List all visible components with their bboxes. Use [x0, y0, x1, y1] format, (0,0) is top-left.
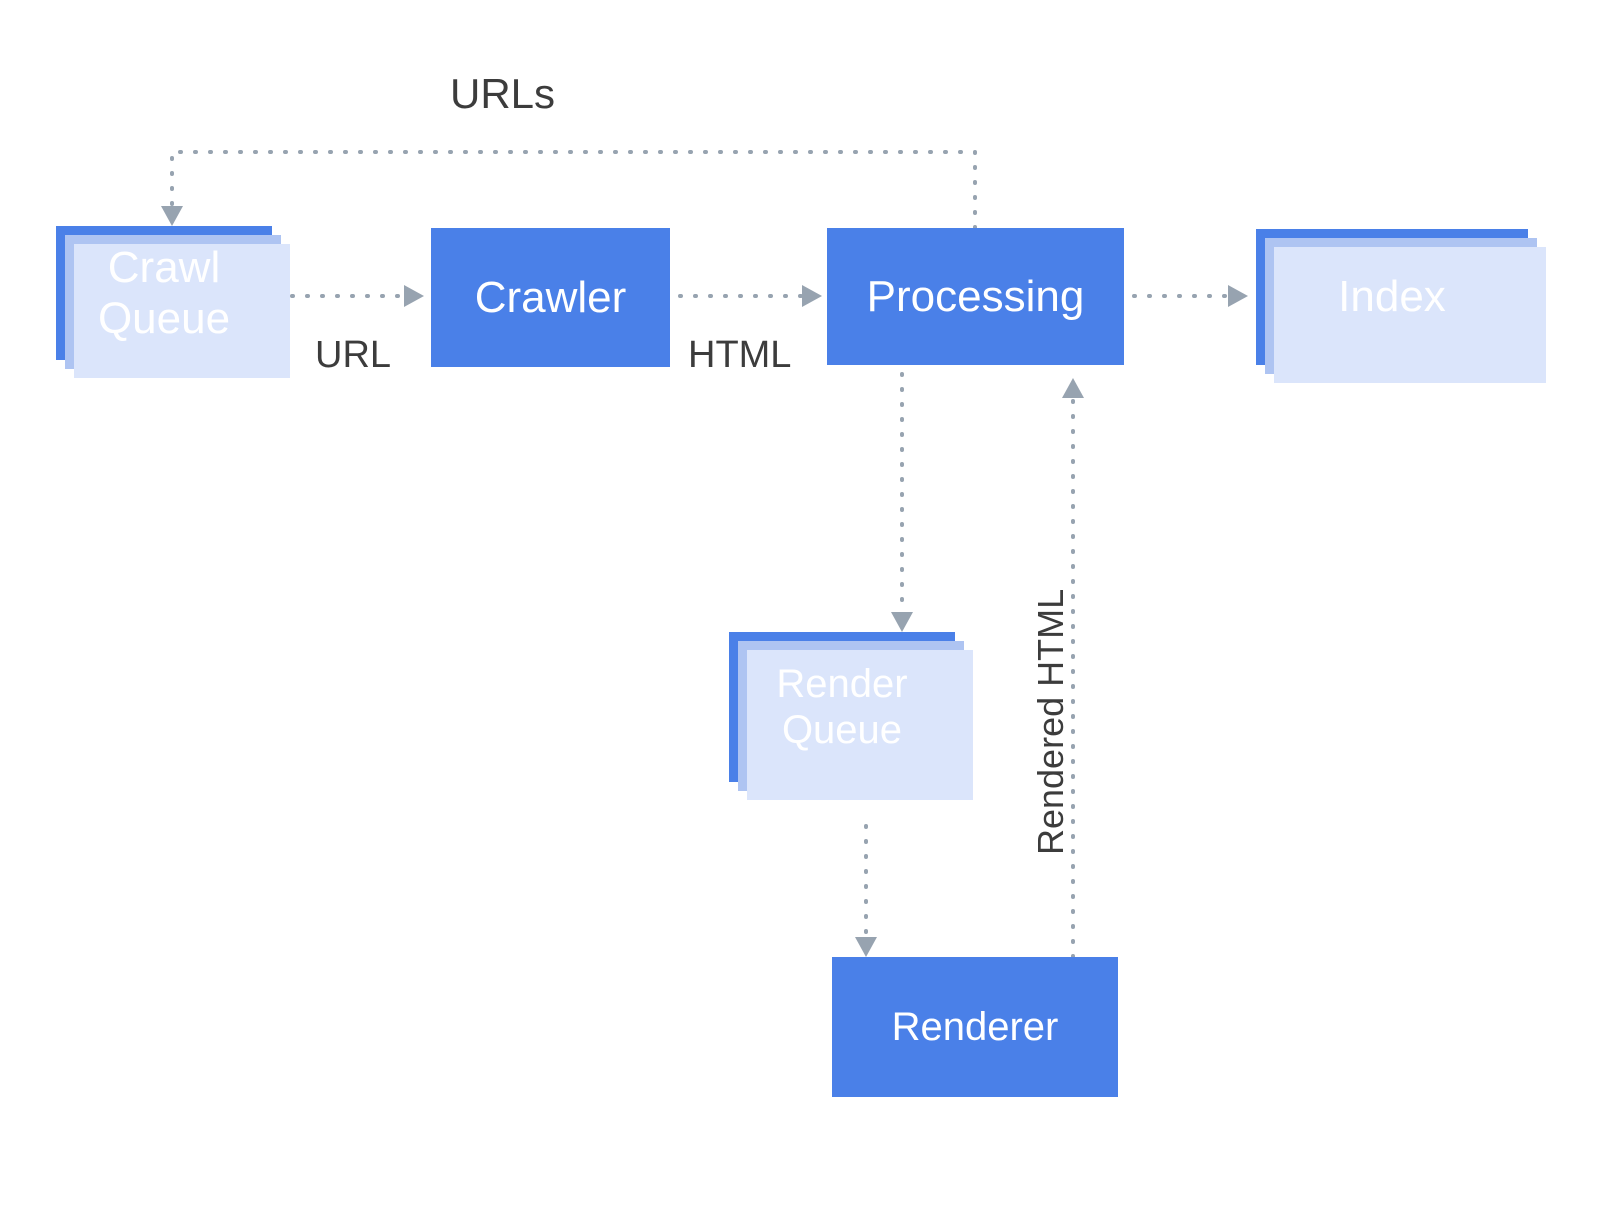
edge-label-urls: URLs [450, 70, 556, 117]
edge-label-rendered-html: Rendered HTML [1030, 588, 1071, 855]
edge-crawler-to-processing [678, 285, 822, 307]
node-renderer-label: Renderer [891, 1004, 1059, 1049]
node-crawler[interactable]: Crawler [431, 228, 670, 367]
node-crawl-queue[interactable]: Crawl Queue [56, 226, 272, 360]
edge-processing-to-renderqueue [891, 372, 913, 632]
edge-renderqueue-to-renderer [855, 824, 877, 957]
edge-processing-to-crawlqueue [161, 150, 977, 230]
edge-crawlqueue-to-crawler [290, 285, 424, 307]
edge-label-html: HTML [688, 334, 792, 376]
edge-processing-to-index [1132, 285, 1248, 307]
node-crawler-label: Crawler [474, 272, 627, 322]
node-crawl-queue-label: Crawl Queue [97, 242, 231, 343]
edge-renderer-to-processing [1062, 378, 1084, 959]
node-processing[interactable]: Processing [827, 228, 1124, 365]
node-processing-label: Processing [866, 271, 1085, 321]
node-render-queue-label: Render Queue [776, 661, 908, 752]
node-render-queue[interactable]: Render Queue [729, 632, 955, 782]
edge-label-url: URL [315, 334, 392, 376]
node-index-label: Index [1338, 272, 1446, 322]
node-renderer[interactable]: Renderer [832, 957, 1118, 1097]
node-index[interactable]: Index [1256, 229, 1528, 365]
